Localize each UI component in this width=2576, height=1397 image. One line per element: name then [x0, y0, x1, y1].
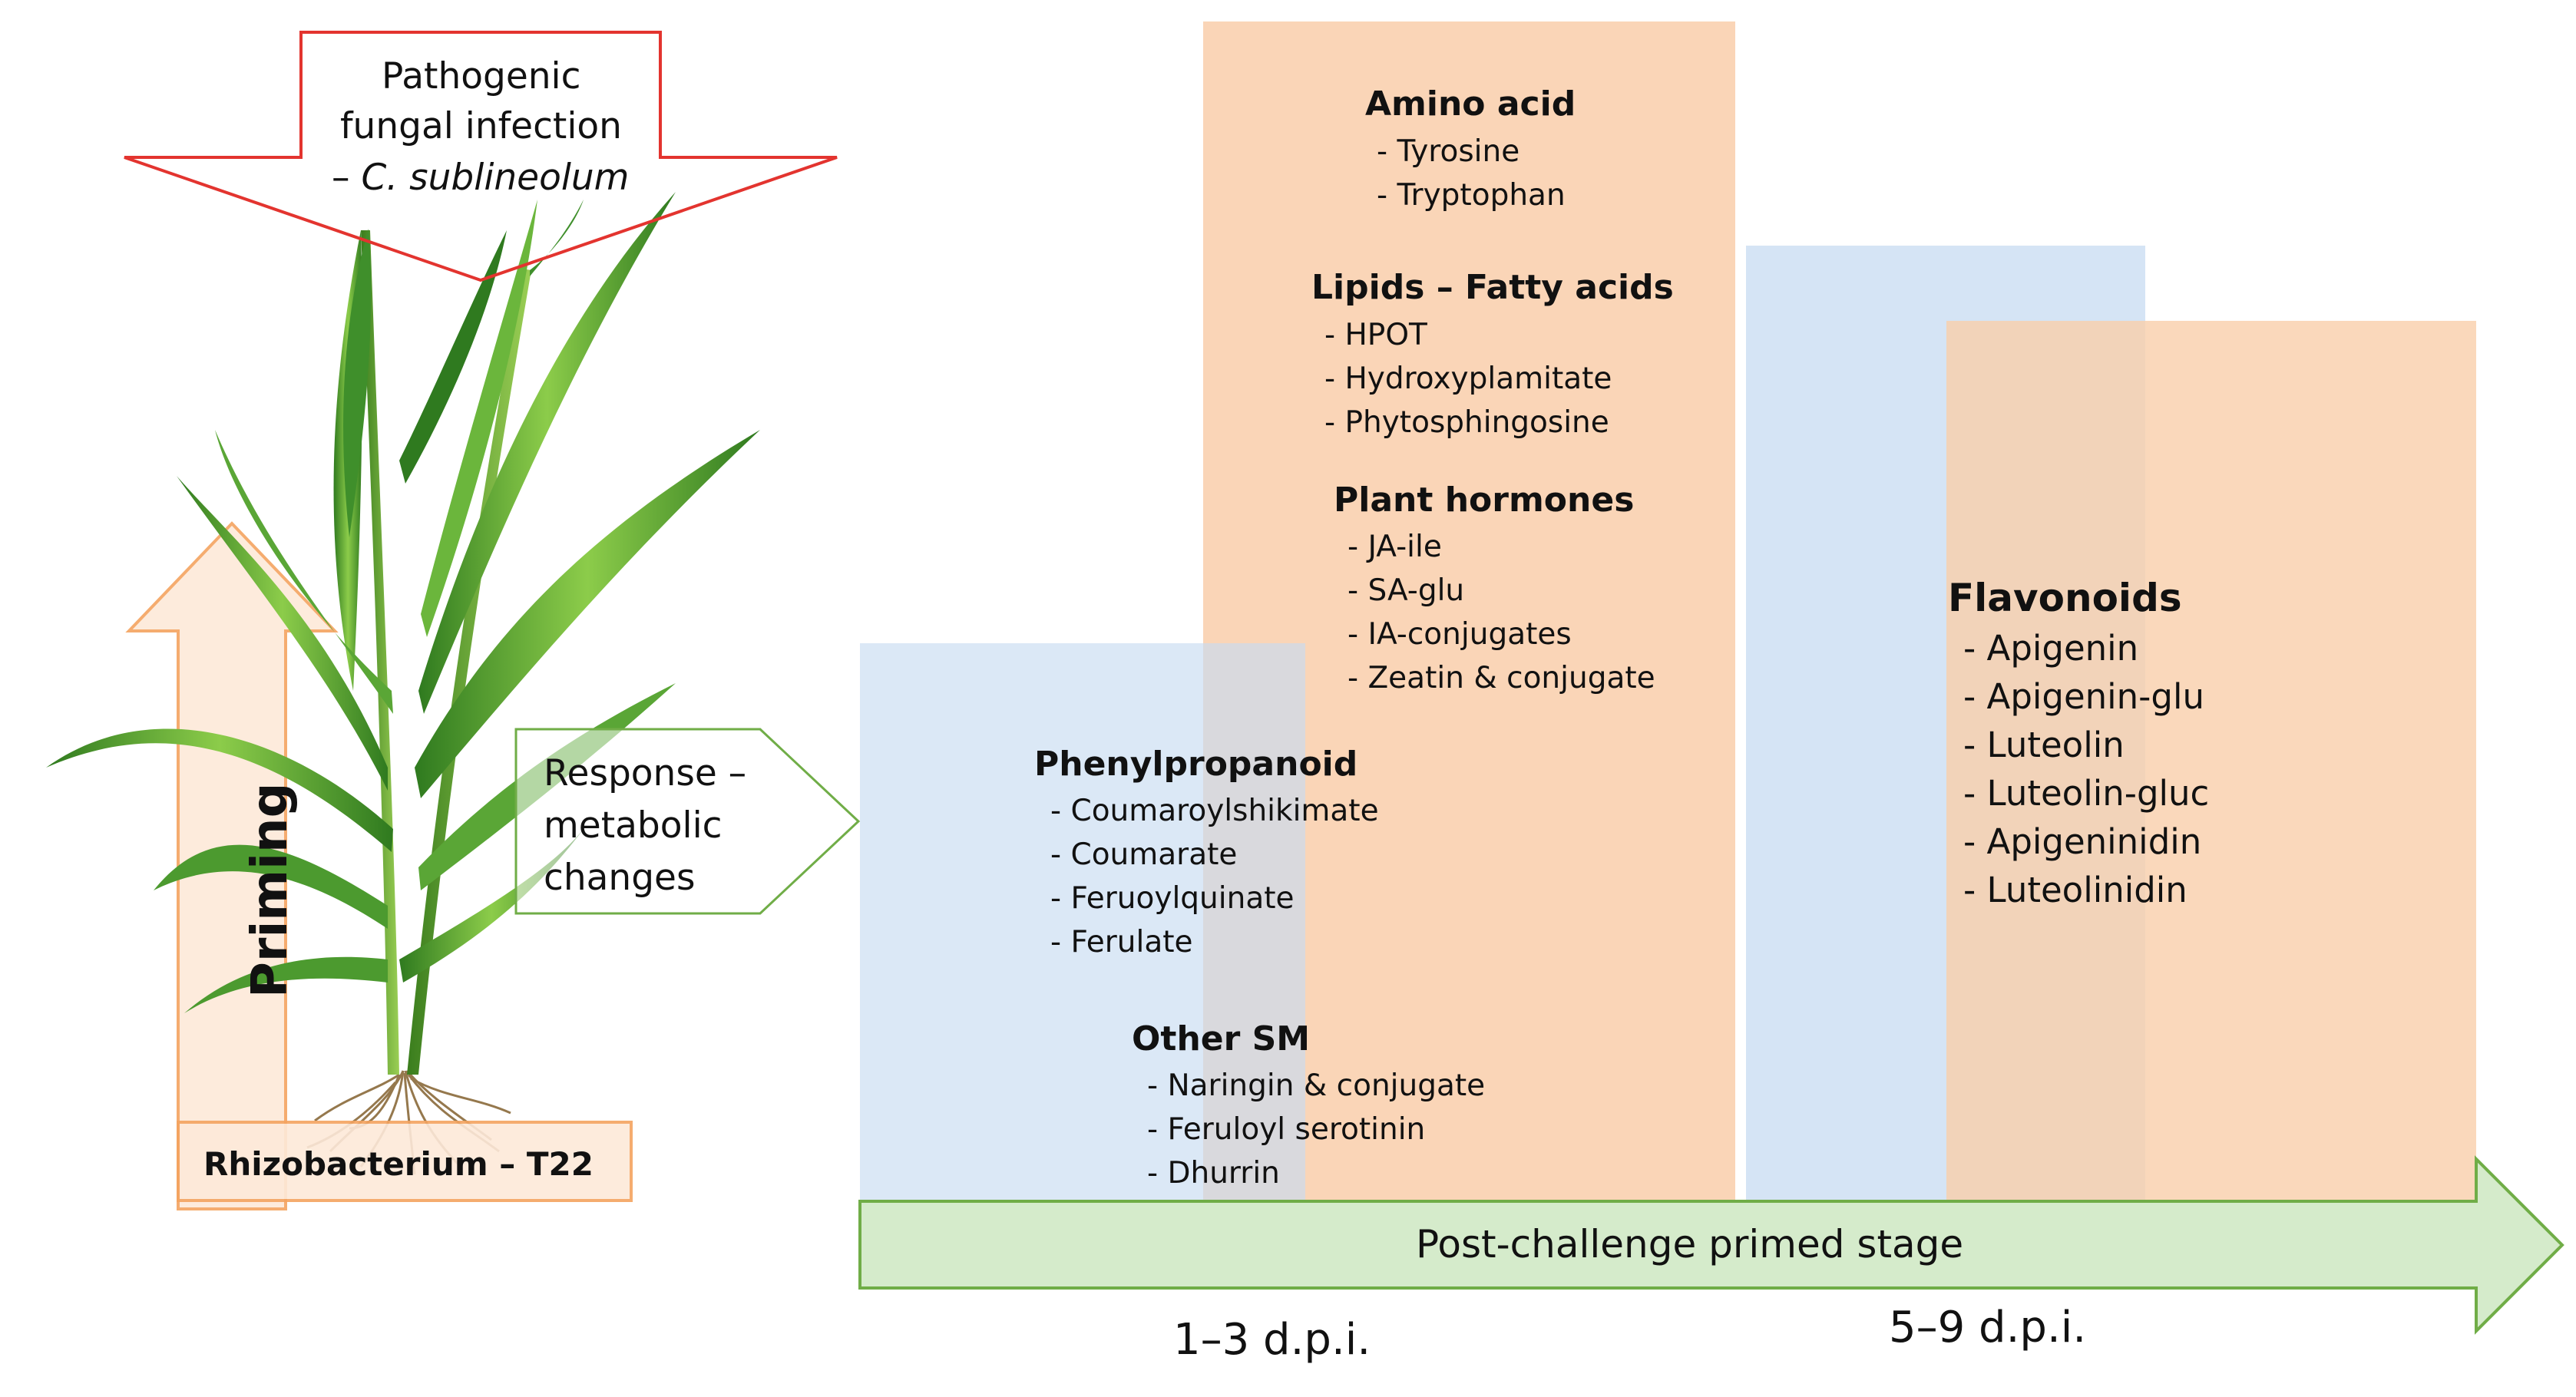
list-item: - Apigeninidin [1963, 821, 2202, 862]
list-item: - JA-ile [1348, 530, 1442, 564]
time-label-late: 5–9 d.p.i. [1889, 1303, 2087, 1352]
list-item: - Hydroxyplamitate [1324, 362, 1612, 396]
group-title: Phenylpropanoid [1034, 745, 1358, 784]
list-item: - Ferulate [1050, 925, 1193, 959]
stage-arrow [858, 1155, 2564, 1335]
stage-arrow-label: Post-challenge primed stage [1416, 1222, 1964, 1267]
group-flavonoids: Flavonoids [1948, 579, 2182, 617]
plant-illustration [46, 192, 760, 1075]
list-item: - Coumarate [1050, 837, 1238, 872]
orange-block-late [1946, 321, 2476, 1207]
list-item: - Feruoylquinate [1050, 881, 1295, 916]
response-line-3: changes [544, 857, 696, 899]
amino-acid-items: - Tyrosine - Tryptophan [1377, 137, 1566, 210]
group-lipids: Lipids – Fatty acids [1311, 271, 1674, 305]
list-item: - Luteolinidin [1963, 870, 2187, 910]
list-item: - IA-conjugates [1348, 617, 1572, 652]
list-item: - Luteolin [1963, 725, 2125, 765]
rhizobacterium-box [177, 1121, 633, 1202]
group-title: Other SM [1132, 1019, 1311, 1058]
group-title: Flavonoids [1948, 576, 2182, 620]
list-item: - Naringin & conjugate [1147, 1068, 1486, 1103]
response-line-1: Response – [544, 752, 747, 794]
group-phenylpropanoid: Phenylpropanoid [1034, 748, 1357, 781]
list-item: - Dhurrin [1147, 1156, 1280, 1191]
infection-line-2: fungal infection [340, 105, 622, 147]
priming-label: Priming [242, 782, 299, 998]
rhizobacterium-label: Rhizobacterium – T22 [203, 1145, 594, 1183]
list-item: - Apigenin-glu [1963, 676, 2205, 717]
pathogen-species: C. sublineolum [361, 157, 630, 199]
group-title: Lipids – Fatty acids [1311, 268, 1674, 307]
list-item: - Apigenin [1963, 628, 2139, 669]
list-item: - Phytosphingosine [1324, 405, 1609, 440]
lipids-items: - HPOT - Hydroxyplamitate - Phytosphingo… [1324, 320, 1612, 438]
group-other-sm: Other SM [1132, 1022, 1310, 1056]
list-item: - HPOT [1324, 318, 1427, 352]
infection-arrow [124, 31, 838, 282]
list-item: - Zeatin & conjugate [1348, 661, 1655, 695]
infection-line-3-prefix: – [332, 157, 362, 199]
list-item: - Feruloyl serotinin [1147, 1112, 1426, 1147]
list-item: - Tryptophan [1377, 178, 1566, 213]
response-line-2: metabolic [544, 804, 723, 847]
plant-hormones-items: - JA-ile - SA-glu - IA-conjugates - Zeat… [1348, 532, 1655, 693]
phenylpropanoid-items: - Coumaroylshikimate - Coumarate - Feruo… [1050, 796, 1379, 957]
group-title: Amino acid [1365, 84, 1576, 124]
list-item: - Tyrosine [1377, 134, 1520, 169]
blue-block-early [860, 643, 1305, 1207]
group-plant-hormones: Plant hormones [1334, 484, 1634, 517]
group-amino-acid: Amino acid [1365, 88, 1576, 121]
other-sm-items: - Naringin & conjugate - Feruloyl seroti… [1147, 1071, 1485, 1188]
response-arrow [514, 728, 861, 915]
time-label-early: 1–3 d.p.i. [1173, 1315, 1371, 1365]
flavonoids-items: - Apigenin - Apigenin-glu - Luteolin - L… [1963, 631, 2209, 907]
infection-line-1: Pathogenic [382, 55, 581, 97]
list-item: - Luteolin-gluc [1963, 773, 2210, 814]
list-item: - SA-glu [1348, 573, 1465, 608]
group-title: Plant hormones [1334, 481, 1635, 520]
infection-line-3: – C. sublineolum [332, 160, 629, 196]
list-item: - Coumaroylshikimate [1050, 794, 1379, 828]
